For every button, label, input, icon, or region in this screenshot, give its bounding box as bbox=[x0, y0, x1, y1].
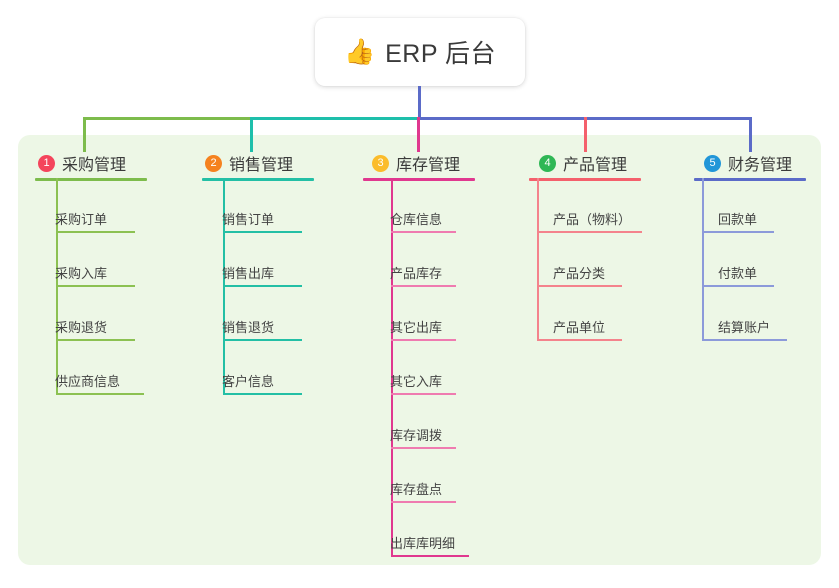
leaf-underline bbox=[537, 231, 642, 233]
branch-stem-5 bbox=[702, 178, 704, 340]
leaf-item[interactable]: 回款单 bbox=[718, 212, 758, 227]
branch-title-2: 销售管理 bbox=[229, 157, 294, 174]
branch-header-4[interactable]: 4 产品管理 bbox=[539, 151, 627, 175]
leaf-item[interactable]: 销售退货 bbox=[222, 320, 275, 335]
leaf-item[interactable]: 其它出库 bbox=[390, 320, 443, 335]
leaf-underline bbox=[56, 285, 135, 287]
branch-badge-5: 5 bbox=[704, 154, 721, 172]
branch-underline-3 bbox=[363, 178, 475, 181]
leaf-item[interactable]: 结算账户 bbox=[718, 320, 771, 335]
branch-header-1[interactable]: 1 采购管理 bbox=[38, 151, 126, 175]
leaf-underline bbox=[702, 339, 787, 341]
leaf-item[interactable]: 付款单 bbox=[718, 266, 758, 281]
branch-badge-3: 3 bbox=[372, 154, 389, 172]
leaf-item[interactable]: 仓库信息 bbox=[390, 212, 443, 227]
leaf-item[interactable]: 采购订单 bbox=[55, 212, 108, 227]
leaf-item[interactable]: 销售订单 bbox=[222, 212, 275, 227]
branch-underline-4 bbox=[529, 178, 641, 181]
leaf-underline bbox=[391, 555, 469, 557]
branch-badge-2: 2 bbox=[205, 154, 222, 172]
branch-title-5: 财务管理 bbox=[728, 157, 793, 174]
leaf-item[interactable]: 库存调拨 bbox=[390, 428, 443, 443]
leaf-underline bbox=[537, 339, 622, 341]
leaf-underline bbox=[391, 285, 456, 287]
leaf-underline bbox=[391, 447, 456, 449]
branch-underline-1 bbox=[35, 178, 147, 181]
root-node-label: ERP 后台 bbox=[385, 40, 497, 68]
leaf-underline bbox=[56, 231, 135, 233]
leaf-item[interactable]: 采购入库 bbox=[55, 266, 108, 281]
leaf-item[interactable]: 客户信息 bbox=[222, 374, 275, 389]
leaf-item[interactable]: 供应商信息 bbox=[55, 374, 121, 389]
branch-badge-4: 4 bbox=[539, 154, 556, 172]
leaf-underline bbox=[702, 231, 774, 233]
leaf-item[interactable]: 库存盘点 bbox=[390, 482, 443, 497]
leaf-item[interactable]: 采购退货 bbox=[55, 320, 108, 335]
leaf-underline bbox=[537, 285, 622, 287]
branch-header-5[interactable]: 5 财务管理 bbox=[704, 151, 792, 175]
leaf-underline bbox=[391, 501, 456, 503]
thumbs-up-icon: 👍 bbox=[343, 37, 376, 66]
leaf-underline bbox=[391, 393, 456, 395]
branch-title-4: 产品管理 bbox=[563, 157, 628, 174]
branch-header-3[interactable]: 3 库存管理 bbox=[372, 151, 460, 175]
root-node-erp-backend[interactable]: 👍 ERP 后台 bbox=[315, 18, 525, 86]
branch-badge-1: 1 bbox=[38, 154, 55, 172]
leaf-item[interactable]: 产品分类 bbox=[553, 266, 606, 281]
leaf-item[interactable]: 产品（物料） bbox=[553, 212, 632, 227]
leaf-underline bbox=[56, 393, 144, 395]
branch-title-1: 采购管理 bbox=[62, 157, 127, 174]
leaf-item[interactable]: 出库库明细 bbox=[390, 536, 456, 551]
leaf-item[interactable]: 产品库存 bbox=[390, 266, 443, 281]
branch-title-3: 库存管理 bbox=[396, 157, 461, 174]
leaf-underline bbox=[702, 285, 774, 287]
leaf-underline bbox=[223, 339, 302, 341]
branch-underline-5 bbox=[694, 178, 806, 181]
branches-panel bbox=[18, 135, 821, 565]
branch-stem-4 bbox=[537, 178, 539, 340]
branch-header-2[interactable]: 2 销售管理 bbox=[205, 151, 293, 175]
leaf-underline bbox=[391, 339, 456, 341]
leaf-underline bbox=[56, 339, 135, 341]
leaf-underline bbox=[223, 393, 302, 395]
leaf-item[interactable]: 产品单位 bbox=[553, 320, 606, 335]
leaf-underline bbox=[223, 231, 302, 233]
leaf-underline bbox=[391, 231, 456, 233]
branch-underline-2 bbox=[202, 178, 314, 181]
leaf-underline bbox=[223, 285, 302, 287]
leaf-item[interactable]: 销售出库 bbox=[222, 266, 275, 281]
leaf-item[interactable]: 其它入库 bbox=[390, 374, 443, 389]
branch-stem-3 bbox=[391, 178, 393, 556]
